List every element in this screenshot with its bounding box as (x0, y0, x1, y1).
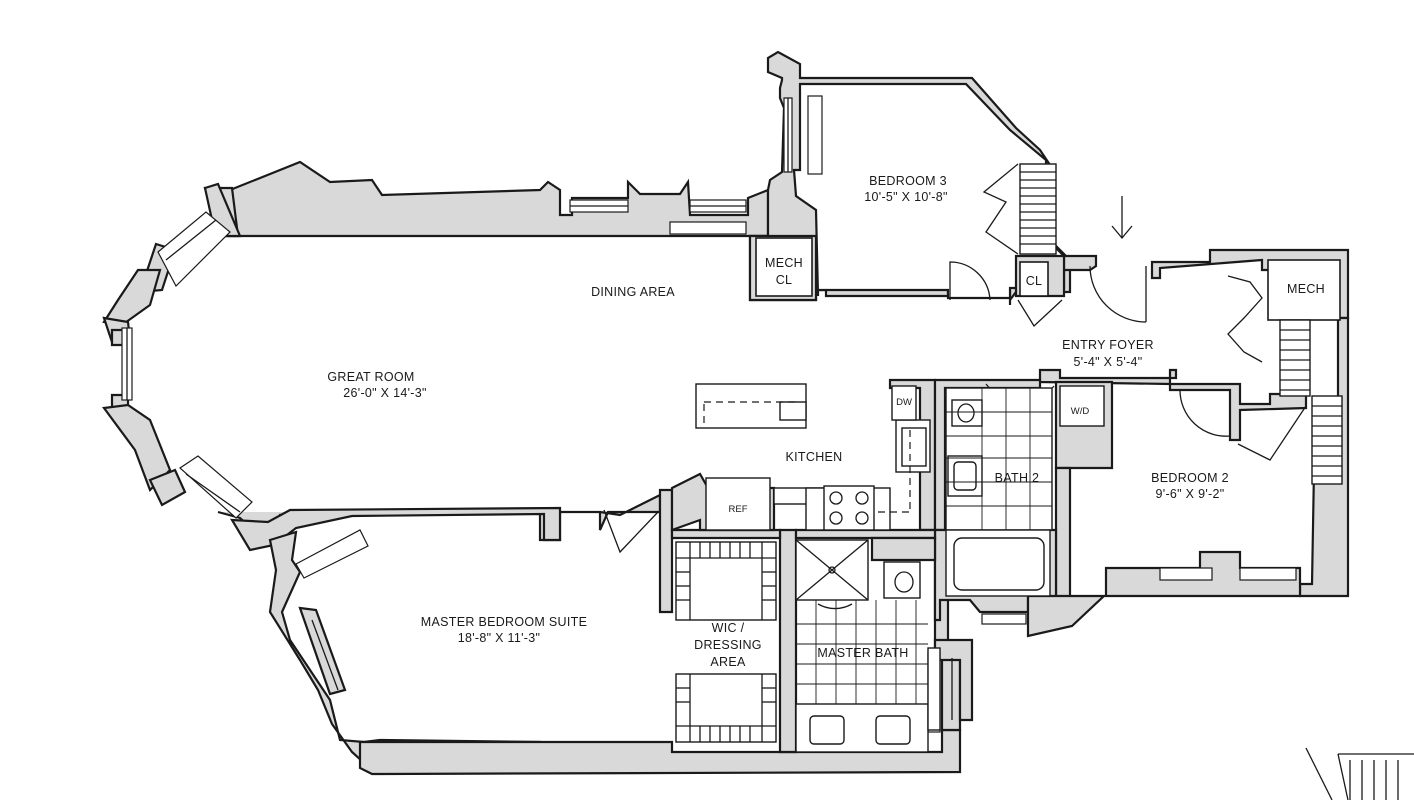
closet-shelving (675, 163, 1343, 743)
mech-closet-left-line2: CL (776, 273, 793, 287)
walls (101, 50, 1350, 776)
great-room-name: GREAT ROOM (327, 370, 414, 384)
master-suite-dims: 18'-8" X 11'-3" (458, 631, 541, 645)
room-labels: BEDROOM 3 10'-5" X 10'-8" DINING AREA GR… (327, 174, 1325, 669)
bedroom3-dims: 10'-5" X 10'-8" (864, 190, 947, 204)
master-suite-name: MASTER BEDROOM SUITE (421, 615, 587, 629)
refrigerator-label: REF (729, 504, 748, 515)
great-room-dims: 26'-0" X 14'-3" (343, 386, 426, 400)
mech-closet-right-label: MECH (1287, 282, 1325, 296)
dishwasher-label: DW (896, 397, 912, 408)
entry-arrow-icon (1111, 196, 1133, 240)
bedroom3-name: BEDROOM 3 (869, 174, 947, 188)
kitchen-fixtures (695, 383, 931, 531)
entry-foyer-name: ENTRY FOYER (1062, 338, 1154, 352)
master-bath-fixtures (795, 539, 941, 753)
wic-line1: WIC / (712, 621, 745, 635)
kitchen-name: KITCHEN (786, 450, 843, 464)
wic-line3: AREA (710, 655, 746, 669)
bath2-fixtures (945, 387, 1053, 597)
master-bath-name: MASTER BATH (817, 646, 908, 660)
dining-area-name: DINING AREA (591, 285, 675, 299)
entry-foyer-dims: 5'-4" X 5'-4" (1074, 355, 1143, 369)
doors (603, 261, 1307, 610)
mech-closet-left-line1: MECH (765, 256, 803, 270)
shelf-lines-b3 (1020, 171, 1056, 245)
bath2-name: BATH 2 (995, 471, 1040, 485)
stair-stub (1305, 747, 1414, 800)
closet-cl-label: CL (1026, 274, 1043, 288)
wic-line2: DRESSING (694, 638, 762, 652)
bedroom2-name: BEDROOM 2 (1151, 471, 1229, 485)
bedroom2-dims: 9'-6" X 9'-2" (1156, 487, 1225, 501)
washer-dryer-label: W/D (1071, 406, 1090, 417)
